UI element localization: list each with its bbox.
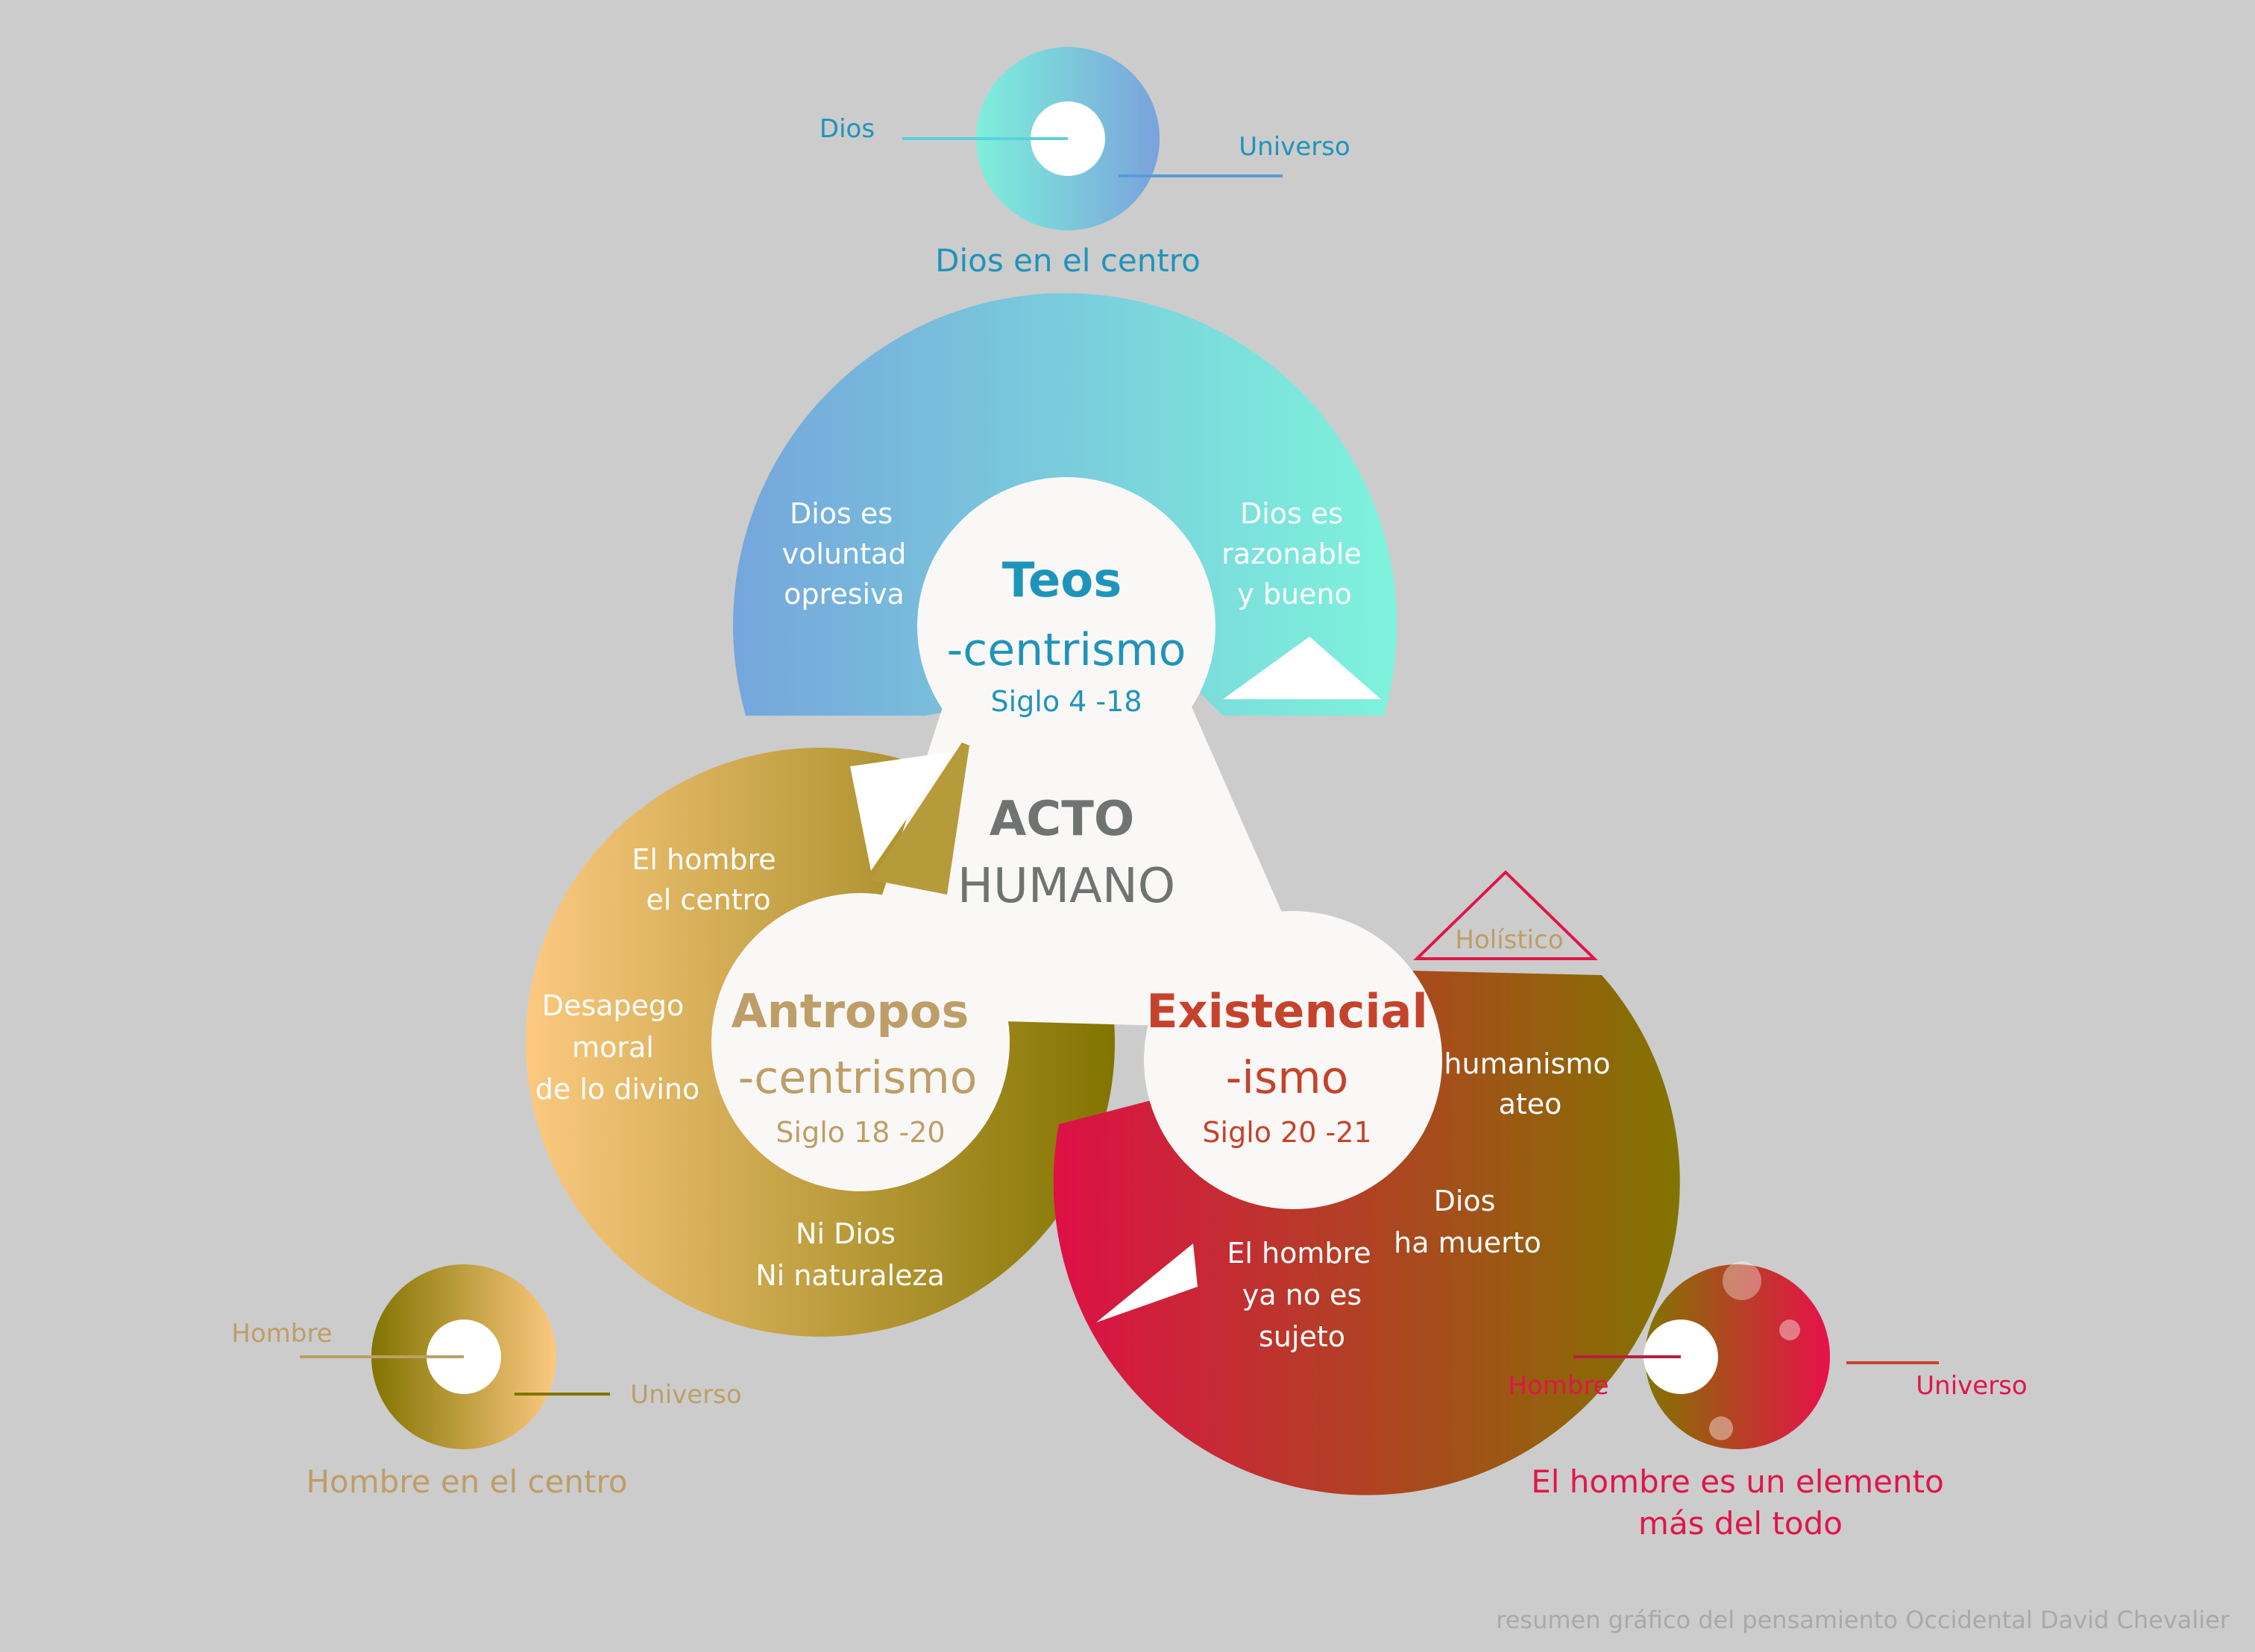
existencial-mid-line-1: Dios [1434, 1185, 1496, 1217]
holistic-label: Holístico [1455, 925, 1563, 955]
antropos-title: Antropos [732, 984, 969, 1038]
existencial-bottom-line-1: El hombre [1227, 1237, 1371, 1270]
acto-label: ACTO [990, 792, 1135, 847]
center-body [711, 477, 1442, 1209]
antropos-left-line-1: Desapego [542, 989, 685, 1022]
existencial-bottom-line-3: sujeto [1259, 1320, 1345, 1353]
bottom-left-caption: Hombre en el centro [306, 1463, 627, 1500]
bottom-right-caption-line-2: más del todo [1638, 1505, 1843, 1542]
existencial-mid-line-2: ha muerto [1394, 1226, 1541, 1259]
universe-label-left: Universo [630, 1380, 741, 1410]
orb-bubble-2 [1779, 1320, 1800, 1340]
existencial-right-line-2: ateo [1499, 1088, 1562, 1120]
teos-texts: Teos -centrismo Siglo 4 -18 Dios es volu… [782, 497, 1362, 718]
teos-left-line-2: voluntad [782, 537, 907, 570]
antropos-left-line-2: moral [572, 1031, 654, 1064]
teos-subtitle: -centrismo [947, 624, 1186, 676]
existencial-arrow-triangle [1096, 1243, 1198, 1322]
antropos-top-line-2: el centro [646, 883, 770, 916]
orb-bubble-1 [1723, 1261, 1761, 1300]
existencial-subtitle: -ismo [1226, 1052, 1349, 1104]
teos-left-line-3: opresiva [784, 578, 905, 611]
bottom-right-caption-line-1: El hombre es un elemento [1531, 1463, 1944, 1500]
top-caption: Dios en el centro [935, 242, 1201, 279]
antropos-core [711, 893, 1010, 1191]
god-label: Dios [820, 114, 875, 144]
universe-label: Universo [1239, 132, 1350, 162]
existencial-period: Siglo 20 -21 [1202, 1116, 1371, 1149]
teos-title: Teos [1002, 553, 1122, 608]
credit-line: resumen gráfico del pensamiento Occident… [1496, 1606, 2230, 1634]
teos-right-line-2: razonable [1221, 537, 1362, 570]
holistic-triangle [1413, 870, 1598, 960]
existencial-right-line-1: humanismo [1444, 1047, 1610, 1080]
teos-left-line-1: Dios es [790, 497, 893, 530]
bottom-left-legend: Hombre Universo Hombre en el centro [231, 1264, 742, 1500]
holistic-orb [1645, 1264, 1830, 1449]
antropos-bottom-line-1: Ni Dios [796, 1217, 896, 1250]
teos-right-line-1: Dios es [1240, 497, 1343, 530]
orb-bubble-3 [1709, 1416, 1733, 1440]
universe-label-right: Universo [1916, 1371, 2027, 1401]
humano-label: HUMANO [957, 859, 1175, 914]
teos-arrow-triangle [1223, 637, 1381, 699]
teos-period: Siglo 4 -18 [990, 685, 1142, 718]
existencial-title: Existencial [1146, 984, 1427, 1038]
antropos-top-line-1: El hombre [632, 843, 776, 876]
antropos-arrow-wedge [871, 743, 969, 895]
man-label-left: Hombre [231, 1319, 332, 1349]
antropos-arrow-triangle [850, 751, 953, 871]
bottom-right-legend: Hombre Universo El hombre es un elemento… [1508, 1261, 2028, 1542]
existencial-core [1144, 911, 1442, 1209]
antropos-left-line-3: de lo divino [535, 1073, 700, 1106]
antropos-texts: Antropos -centrismo Siglo 18 -20 El homb… [535, 843, 978, 1292]
man-label-right: Hombre [1508, 1371, 1608, 1401]
top-legend: Dios Universo Dios en el centro [820, 47, 1350, 279]
teos-core [917, 477, 1215, 775]
teos-right-line-3: y bueno [1237, 578, 1351, 611]
antropos-period: Siglo 18 -20 [776, 1116, 945, 1149]
existencial-bottom-line-2: ya no es [1242, 1279, 1362, 1311]
antropos-subtitle: -centrismo [738, 1052, 978, 1104]
existencial-texts: Existencial -ismo Siglo 20 -21 humanismo… [1146, 984, 1610, 1353]
antropos-bottom-line-2: Ni naturaleza [755, 1259, 945, 1292]
